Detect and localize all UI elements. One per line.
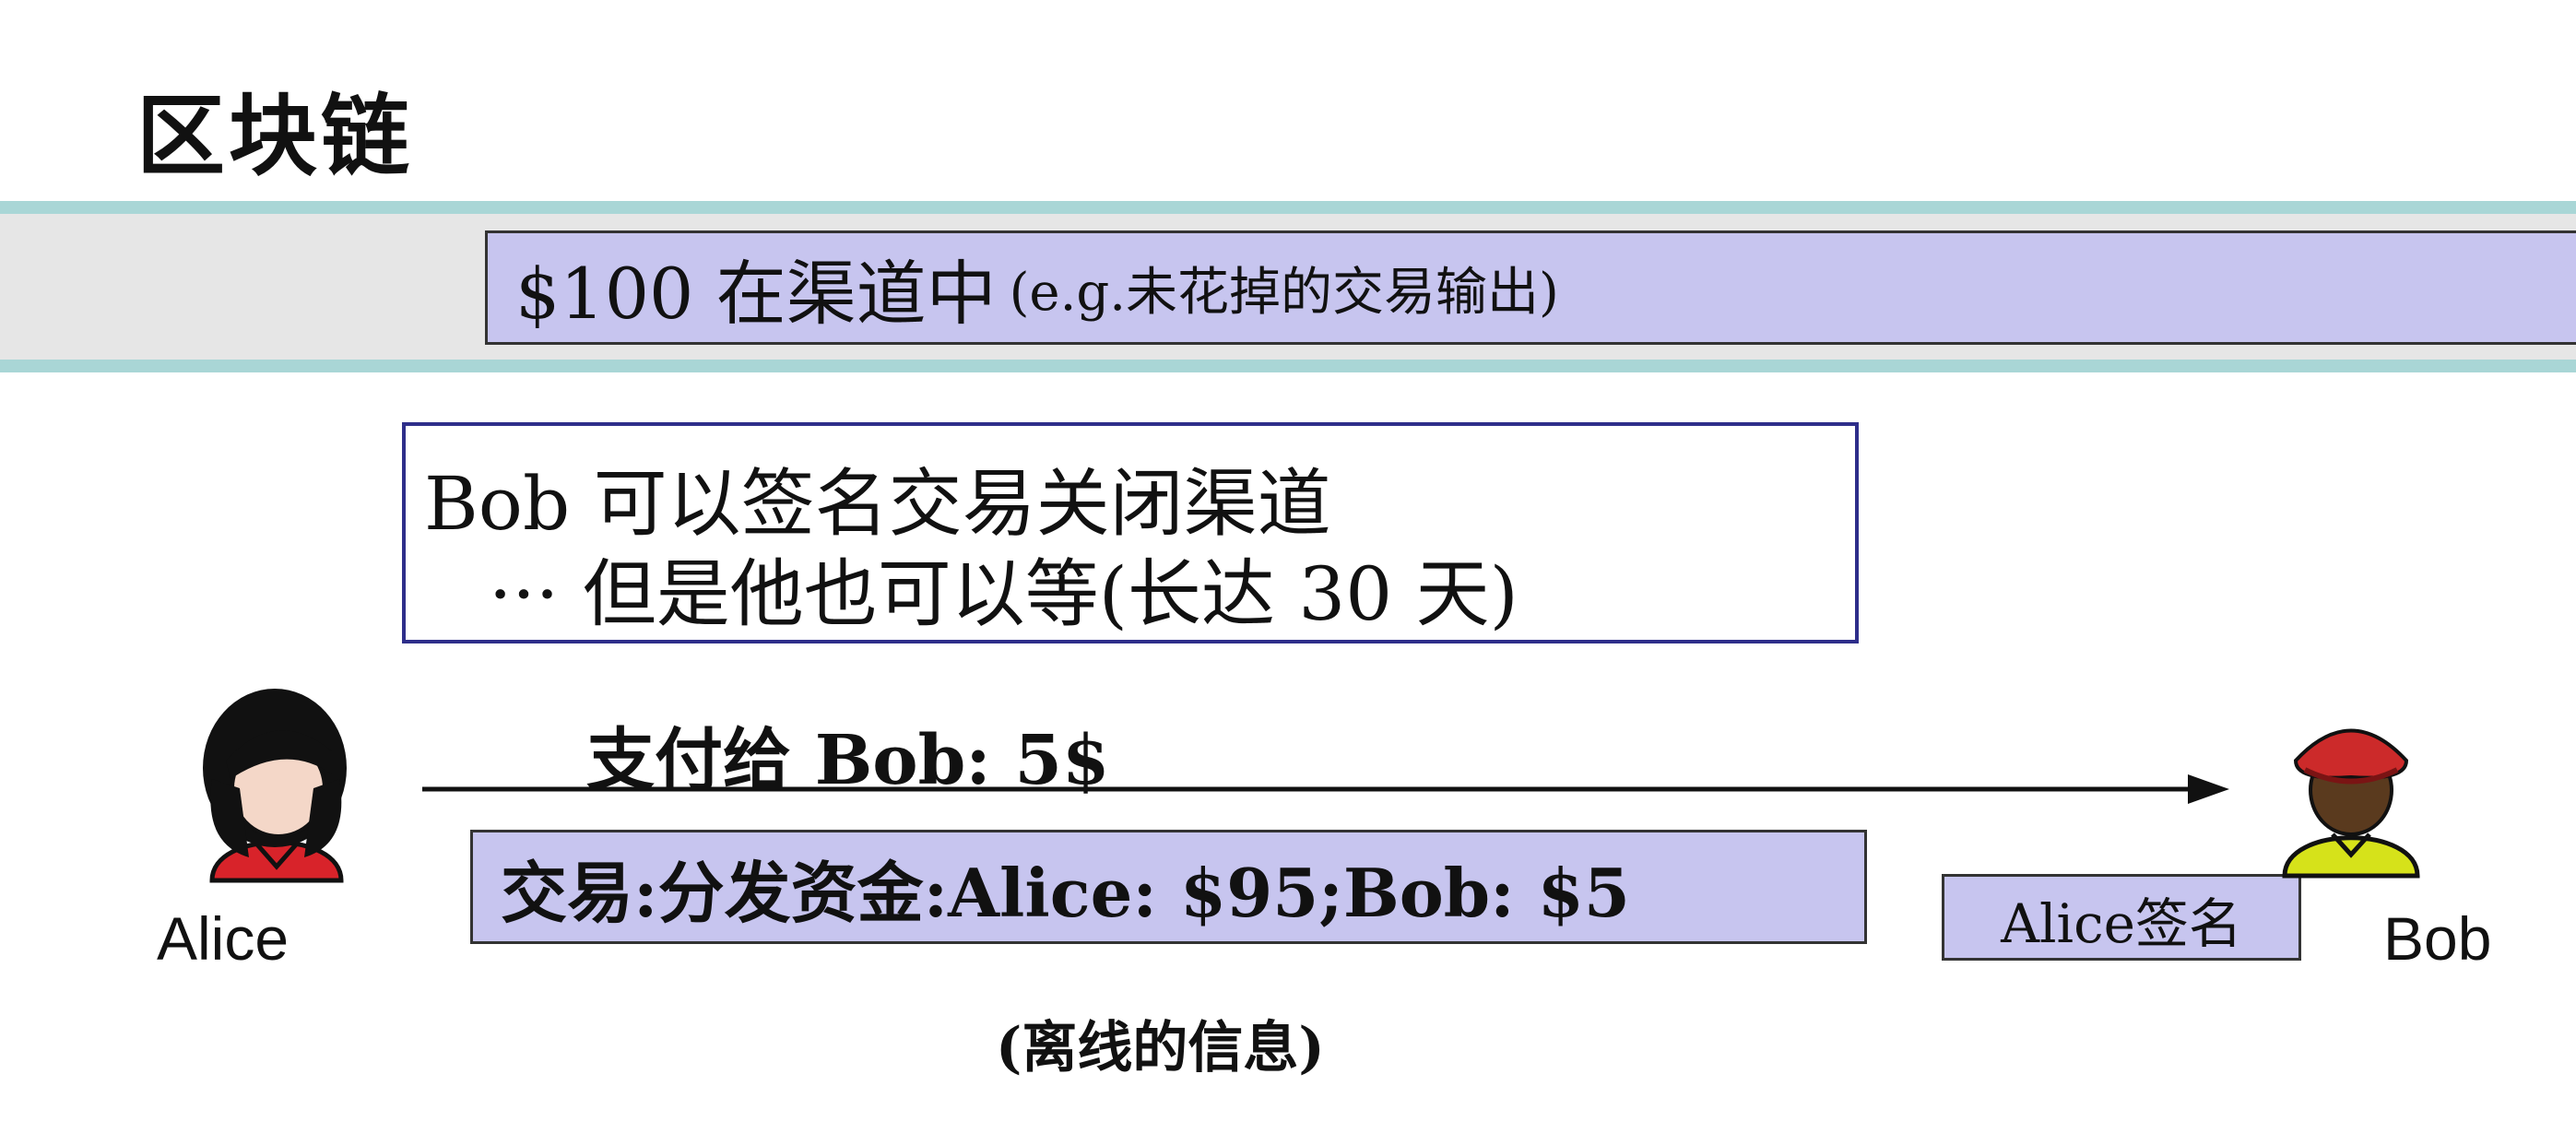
channel-funding-box: $100 在渠道中 (e.g.未花掉的交易输出) <box>485 230 2576 345</box>
channel-amount-text: $100 在渠道中 <box>515 253 997 335</box>
bob-close-line2: ··· 但是他也可以等(长达 30 天) <box>489 551 1518 637</box>
transaction-box: 交易:分发资金:Alice: $95;Bob: $5 <box>470 830 1867 944</box>
bob-close-callout: Bob 可以签名交易关闭渠道 ··· 但是他也可以等(长达 30 天) <box>402 422 1859 643</box>
alice-person-icon <box>203 689 347 883</box>
bob-person-icon <box>2282 728 2420 879</box>
bob-close-line1: Bob 可以签名交易关闭渠道 <box>424 461 1331 547</box>
alice-label: Alice <box>157 904 290 973</box>
arrow-right-icon <box>422 774 2229 804</box>
alice-signature-box: Alice签名 <box>1942 874 2301 961</box>
channel-note-text: (e.g.未花掉的交易输出) <box>1009 262 1559 323</box>
page-title: 区块链 <box>136 84 413 188</box>
offline-note: (离线的信息) <box>996 1016 1325 1080</box>
bob-label: Bob <box>2383 904 2492 973</box>
